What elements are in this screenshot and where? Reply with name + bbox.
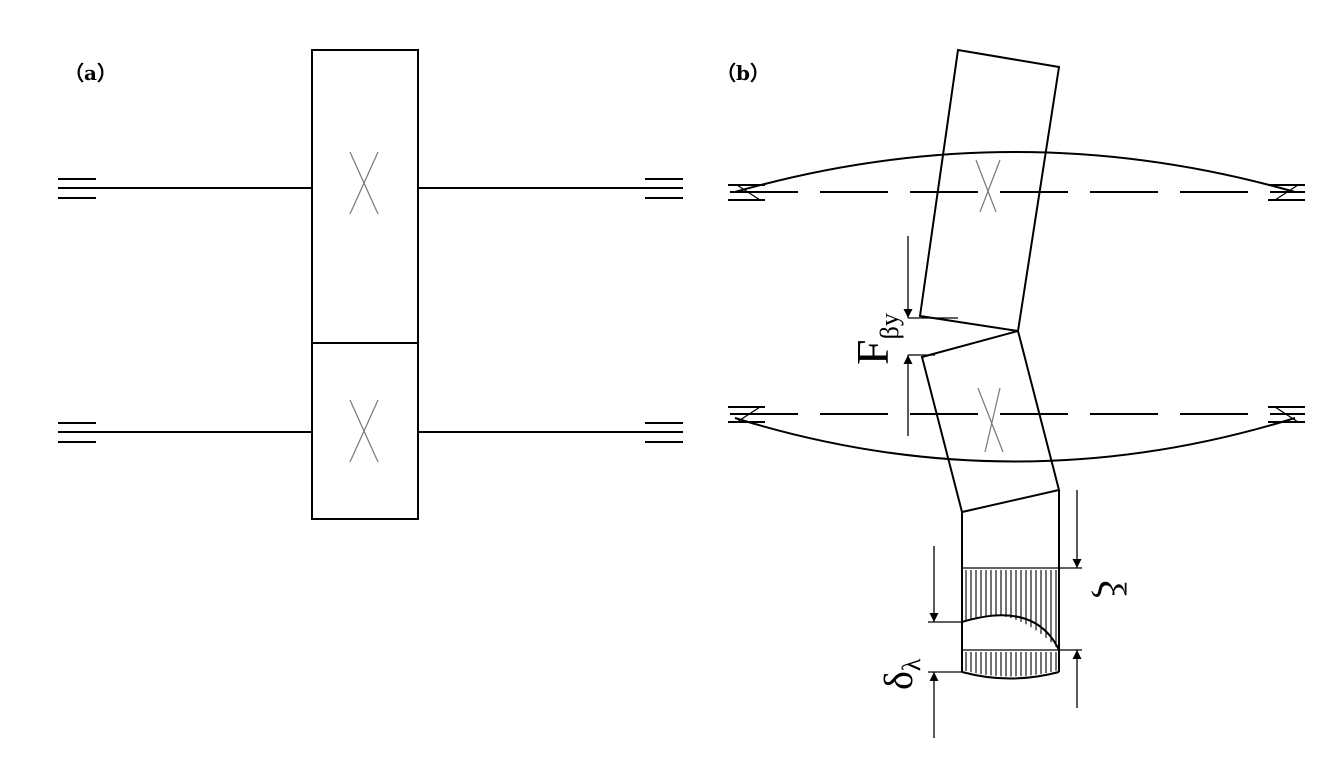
detail-contact-curve — [961, 614, 1060, 651]
bearing-left-upper-a — [58, 178, 96, 199]
panel-a: （a） — [58, 49, 683, 520]
lower-shaft-deflection-curve — [734, 417, 1296, 463]
lower-gear-cross-mark-a — [349, 399, 379, 463]
delta-lambda-label: δλ — [876, 658, 926, 690]
svg-text:δλ: δλ — [876, 658, 926, 690]
hatch-upper-region — [965, 570, 1057, 647]
f-beta-y-dimension: Fβy — [847, 236, 958, 436]
hatch-lower-region — [965, 652, 1057, 677]
bearing-left-lower-b — [728, 406, 765, 423]
xi-dimension: ξ — [1059, 490, 1134, 708]
tilted-upper-gear — [918, 48, 1061, 333]
delta-lambda-dimension: δλ — [876, 546, 962, 738]
svg-text:ξ: ξ — [1089, 580, 1134, 598]
bearing-left-lower-a — [58, 422, 96, 443]
upper-shaft-deflection-curve — [734, 151, 1296, 193]
lower-gear-a — [311, 342, 419, 520]
contact-detail-block — [961, 490, 1060, 680]
xi-label: ξ — [1089, 580, 1134, 598]
bearing-right-upper-a — [645, 178, 683, 199]
upper-gear-cross-mark-a — [349, 151, 379, 215]
panel-b-label: （b） — [716, 61, 770, 85]
bearing-right-lower-b — [1268, 406, 1305, 423]
bearing-right-lower-a — [645, 422, 683, 443]
f-beta-y-label: Fβy — [847, 313, 904, 365]
lower-gear-cross-mark-b — [977, 387, 1004, 453]
bearing-right-upper-b — [1268, 184, 1305, 201]
bearing-left-upper-b — [728, 184, 765, 201]
detail-bottom-curve — [961, 671, 1060, 680]
panel-b: （b） — [716, 48, 1305, 738]
svg-text:Fβy: Fβy — [847, 313, 904, 365]
upper-gear-a — [311, 49, 419, 344]
upper-gear-cross-mark-b — [975, 159, 1001, 213]
panel-a-label: （a） — [64, 61, 117, 85]
